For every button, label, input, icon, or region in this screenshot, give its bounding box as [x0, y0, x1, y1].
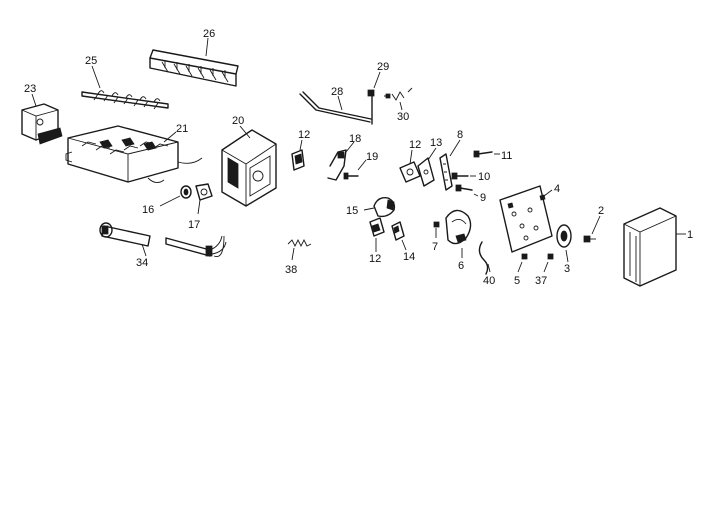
part-5-screw — [517, 253, 528, 273]
part-14-bracket — [391, 221, 407, 251]
callout-20: 20 — [232, 115, 244, 127]
callout-29: 29 — [377, 61, 389, 73]
part-40-clip — [478, 241, 491, 275]
part-34-fill-tube — [99, 222, 151, 257]
callout-25: 25 — [85, 55, 97, 67]
callout-labels: 26 25 23 21 20 12 18 19 28 29 30 12 13 8… — [24, 28, 693, 287]
callout-9: 9 — [480, 192, 486, 204]
part-29-shaft — [367, 71, 381, 125]
callout-11: 11 — [501, 150, 512, 162]
part-20-housing — [221, 125, 277, 207]
callout-26: 26 — [203, 28, 215, 40]
callout-13: 13 — [430, 137, 442, 149]
callout-16: 16 — [142, 204, 154, 216]
callout-19: 19 — [366, 151, 378, 163]
part-7-screw — [433, 221, 440, 238]
part-37-screw — [543, 253, 554, 273]
callout-34: 34 — [136, 257, 148, 269]
part-12-lower-clip — [369, 217, 385, 252]
part-10-screw — [451, 172, 476, 180]
callout-30: 30 — [397, 111, 409, 123]
part-16-ring — [159, 185, 192, 207]
callout-1: 1 — [687, 229, 693, 241]
part-30-spring — [384, 87, 413, 111]
heater-wire — [165, 235, 227, 258]
callout-14: 14 — [403, 251, 415, 263]
callout-4: 4 — [554, 183, 560, 195]
callout-12-switch: 12 — [409, 139, 421, 151]
callout-8: 8 — [457, 129, 463, 141]
part-23-motor — [21, 93, 63, 145]
callout-7: 7 — [432, 241, 438, 253]
callout-15: 15 — [346, 205, 358, 217]
part-8-bracket — [439, 139, 461, 191]
part-17-fitting — [195, 183, 213, 215]
callout-21: 21 — [176, 123, 188, 135]
part-21-ice-mold — [65, 125, 203, 183]
part-1-cover — [623, 207, 686, 287]
callout-18: 18 — [349, 133, 361, 145]
callout-37: 37 — [535, 275, 547, 287]
callout-28: 28 — [331, 86, 343, 98]
callout-6: 6 — [458, 260, 464, 272]
part-12-upper-clip — [291, 139, 305, 171]
callout-5: 5 — [514, 275, 520, 287]
callout-2: 2 — [598, 205, 604, 217]
part-28-arm — [299, 91, 372, 123]
callout-12-lower: 12 — [369, 253, 381, 265]
callout-40: 40 — [483, 275, 495, 287]
part-13-bracket — [417, 147, 437, 187]
part-25-ejector — [81, 65, 169, 110]
callout-10: 10 — [478, 171, 490, 183]
part-12-switch — [399, 149, 421, 183]
part-15-cam — [363, 196, 396, 218]
part-4-plate — [499, 185, 553, 253]
part-3-gear — [556, 224, 572, 263]
callout-12-upper: 12 — [298, 129, 310, 141]
callout-3: 3 — [564, 263, 570, 275]
callout-17: 17 — [188, 219, 200, 231]
part-9-screw — [455, 184, 479, 197]
part-18-lever — [327, 141, 355, 181]
part-6-thermostat — [445, 209, 472, 258]
part-26-rail — [149, 37, 239, 87]
part-19-screw — [343, 159, 367, 180]
callout-38: 38 — [285, 264, 297, 276]
part-2-screw — [583, 215, 601, 243]
callout-23: 23 — [24, 83, 36, 95]
part-11-screw — [473, 150, 500, 158]
part-38-spring — [287, 238, 312, 261]
